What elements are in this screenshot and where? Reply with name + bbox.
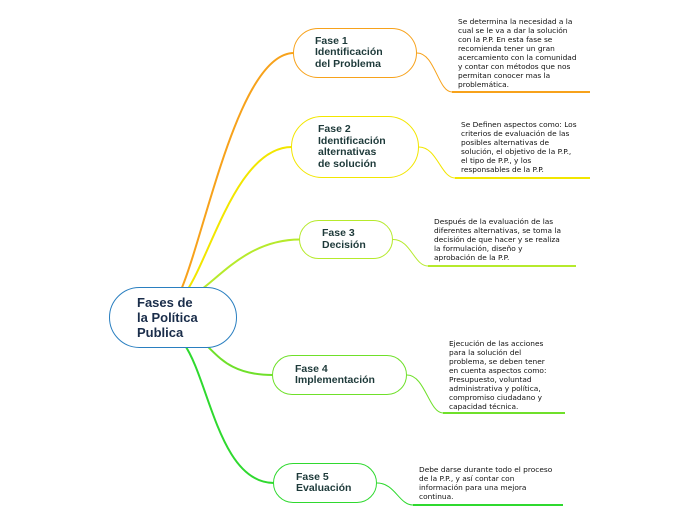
phase-label-3: Fase 3 Decisión: [322, 227, 366, 251]
branch-connector-2: [185, 146, 293, 293]
phase-node-1[interactable]: Fase 1 Identificación del Problema: [293, 28, 417, 78]
note-link-4: [406, 374, 565, 414]
branch-connector-5: [183, 343, 275, 484]
note-link-5: [376, 482, 563, 506]
phase-label-4: Fase 4 Implementación: [295, 362, 375, 386]
phase-node-5[interactable]: Fase 5 Evaluación: [273, 463, 377, 503]
phase-note-4: Ejecución de las acciones para la soluci…: [449, 339, 547, 411]
phase-note-3: Después de la evaluación de las diferent…: [434, 217, 562, 262]
note-link-3: [392, 239, 576, 267]
phase-note-2: Se Definen aspectos como: Los criterios …: [461, 120, 577, 174]
phase-node-3[interactable]: Fase 3 Decisión: [299, 220, 393, 259]
phase-note-1: Se determina la necesidad a la cual se l…: [458, 17, 577, 89]
phase-label-5: Fase 5 Evaluación: [296, 470, 352, 494]
central-topic-node[interactable]: Fases de la Política Publica: [109, 287, 237, 348]
phase-node-2[interactable]: Fase 2 Identificación alternativas de so…: [291, 116, 419, 178]
phase-label-2: Fase 2 Identificación alternativas de so…: [318, 123, 386, 170]
phase-label-1: Fase 1 Identificación del Problema: [315, 34, 383, 70]
phase-node-4[interactable]: Fase 4 Implementación: [272, 355, 407, 395]
central-topic-label: Fases de la Política Publica: [137, 295, 198, 340]
note-link-1: [416, 52, 590, 93]
note-link-2: [418, 146, 590, 179]
phase-note-5: Debe darse durante todo el proceso de la…: [419, 465, 553, 501]
branch-connector-1: [180, 52, 295, 291]
